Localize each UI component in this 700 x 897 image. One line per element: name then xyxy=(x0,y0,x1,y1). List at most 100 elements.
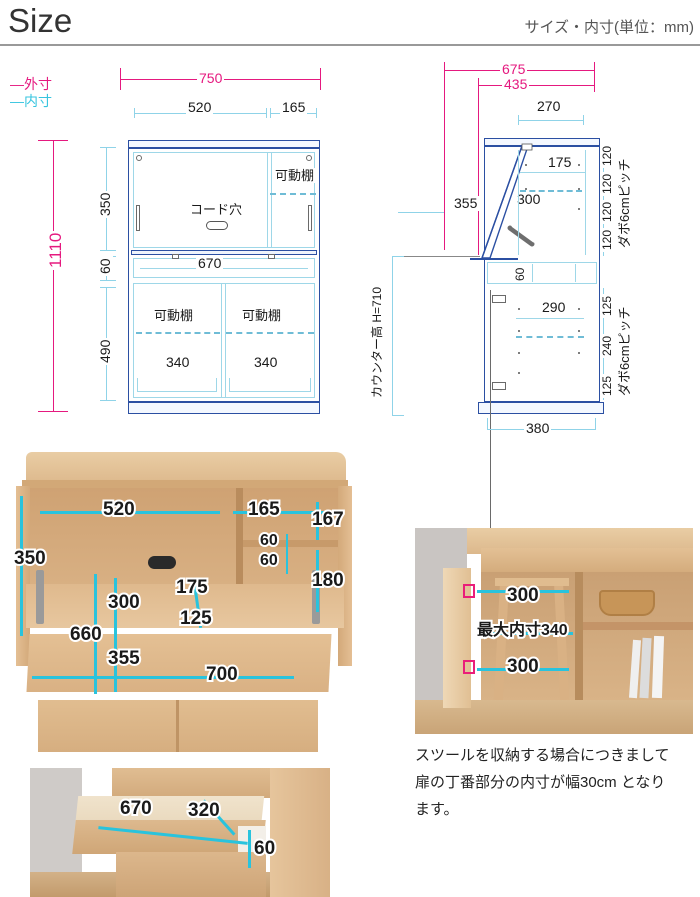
drawer-knob-left xyxy=(172,254,179,259)
dim-340-left-label: 340 xyxy=(164,354,192,370)
flap-guide-line xyxy=(400,256,480,257)
dim-1110-label: 1110 xyxy=(46,230,65,270)
photo-main-cabinet: 520 165 350 167 60 60 180 300 175 125 66… xyxy=(8,452,360,752)
dowel-dot xyxy=(518,330,520,332)
dim-270-label: 270 xyxy=(535,98,563,114)
dim-1110-line xyxy=(53,140,54,411)
stool-open-door xyxy=(443,568,471,708)
dowel-dot xyxy=(578,188,580,190)
hinge-icon-left xyxy=(136,155,142,161)
front-upper-divider-2 xyxy=(271,152,272,248)
dim-60-side-tick-2 xyxy=(575,264,576,282)
cabinet-vertical-divider xyxy=(236,488,243,628)
drawer-front-face xyxy=(72,820,266,854)
side-upper-inner-line xyxy=(518,150,519,255)
arrow-167 xyxy=(316,502,319,540)
counter-height-line xyxy=(392,256,393,416)
front-lower-compartment xyxy=(133,283,315,398)
arrow-max-inner xyxy=(477,632,573,635)
dim-60-side-label: 60 xyxy=(513,265,528,283)
dim-355-line xyxy=(398,212,444,213)
side-upper-shelf-dash xyxy=(520,190,582,192)
cabinet-left-wall xyxy=(16,486,30,666)
dim-435-guide-left xyxy=(478,85,479,255)
cabinet-bottom-deck xyxy=(26,584,344,628)
dim-340-right-bracket xyxy=(229,378,311,392)
photo-dim-180: 180 xyxy=(310,568,346,593)
shelf-dash-lower-right xyxy=(226,332,314,334)
stool-seat xyxy=(495,578,569,586)
pitch-lower-240: 240 xyxy=(600,333,615,358)
dim-60-label: 60 xyxy=(97,256,113,276)
dowel-dot xyxy=(578,164,580,166)
side-body-outline xyxy=(484,146,600,402)
pitch-upper-120-d: 120 xyxy=(600,227,615,252)
arrow-300-bottom xyxy=(477,668,569,671)
dowel-dot xyxy=(578,308,580,310)
front-base-panel xyxy=(128,402,320,414)
dowel-dot xyxy=(518,352,520,354)
dowel-dot xyxy=(525,164,527,166)
pitch-lower-125-bottom: 125 xyxy=(600,373,615,398)
stay-hinge-left xyxy=(36,570,44,624)
photo-dim-60-b: 60 xyxy=(258,550,280,571)
label-shelf-upper-right: 可動棚 xyxy=(273,168,317,183)
cord-hole-photo xyxy=(148,556,176,569)
dim-165-label: 165 xyxy=(280,99,308,115)
photo-dim-125: 125 xyxy=(178,606,214,631)
dim-520-label: 520 xyxy=(186,99,214,115)
counter-height-tick-top xyxy=(392,256,404,257)
caption-line-1: スツールを収納する場合につきまして xyxy=(415,747,670,764)
caption-line-3: ます。 xyxy=(415,801,459,818)
arrow-60-pair xyxy=(286,534,288,574)
photo-dim-350: 350 xyxy=(12,546,48,571)
arrow-660 xyxy=(94,574,97,694)
side-lower-shelf-dash xyxy=(516,336,584,338)
page-subtitle: サイズ・内寸(単位：mm) xyxy=(524,19,694,36)
photo-dim-300: 300 xyxy=(106,590,142,615)
dim-380-tick-right xyxy=(595,418,596,430)
flap-door-bottom xyxy=(470,258,518,260)
front-drawer xyxy=(133,258,315,278)
dim-490-tick-bottom xyxy=(100,400,116,401)
front-body-outline xyxy=(128,148,320,402)
legend-interior: ―内寸 xyxy=(10,93,52,109)
cord-hole-shape xyxy=(206,221,228,230)
dim-380-tick-left xyxy=(487,418,488,430)
photo-dim-165: 165 xyxy=(246,497,282,522)
dim-675-tick-right xyxy=(594,62,595,84)
shelf-dash-lower-left xyxy=(136,332,220,334)
page-header: Size サイズ・内寸(単位：mm) xyxy=(0,0,700,46)
pitch-upper-label: ダボ6cmピッチ xyxy=(617,156,632,250)
arrow-180 xyxy=(316,550,319,612)
dim-290-label: 290 xyxy=(540,299,568,315)
dim-270-tick-right xyxy=(583,115,584,125)
photo-stool-dim-300-top: 300 xyxy=(505,583,541,608)
hinge-marker-top xyxy=(463,584,475,598)
dim-490-label: 490 xyxy=(97,337,113,365)
dim-300-label: 300 xyxy=(515,191,543,207)
dim-350-tick-top xyxy=(100,147,116,148)
photo-drawer-dim-60: 60 xyxy=(252,836,277,861)
dim-520-tick-right xyxy=(266,108,267,118)
legend-exterior: ―外寸 xyxy=(10,76,52,92)
dim-290-line xyxy=(516,318,584,319)
photo-drawer-dim-670: 670 xyxy=(118,796,154,821)
dim-1110-tick-bottom xyxy=(38,411,68,412)
lower-doors-gap xyxy=(176,700,179,752)
dowel-dot xyxy=(578,352,580,354)
dim-165-tick-right xyxy=(316,108,317,118)
dim-490-tick-top xyxy=(100,287,116,288)
photo-stool-dim-max: 最大内寸340 xyxy=(475,620,570,641)
dim-340-right-label: 340 xyxy=(252,354,280,370)
basket-icon xyxy=(599,590,655,616)
label-cord-hole: コード穴 xyxy=(188,202,245,217)
dowel-dot xyxy=(518,308,520,310)
pitch-upper-120-a: 120 xyxy=(600,143,615,168)
counter-height-label: カウンター高 H=710 xyxy=(370,284,385,400)
label-shelf-lower-right: 可動棚 xyxy=(240,308,284,323)
dim-270-line xyxy=(518,120,583,121)
label-shelf-lower-left: 可動棚 xyxy=(152,308,196,323)
stool-cabinet-drawer xyxy=(481,548,693,572)
